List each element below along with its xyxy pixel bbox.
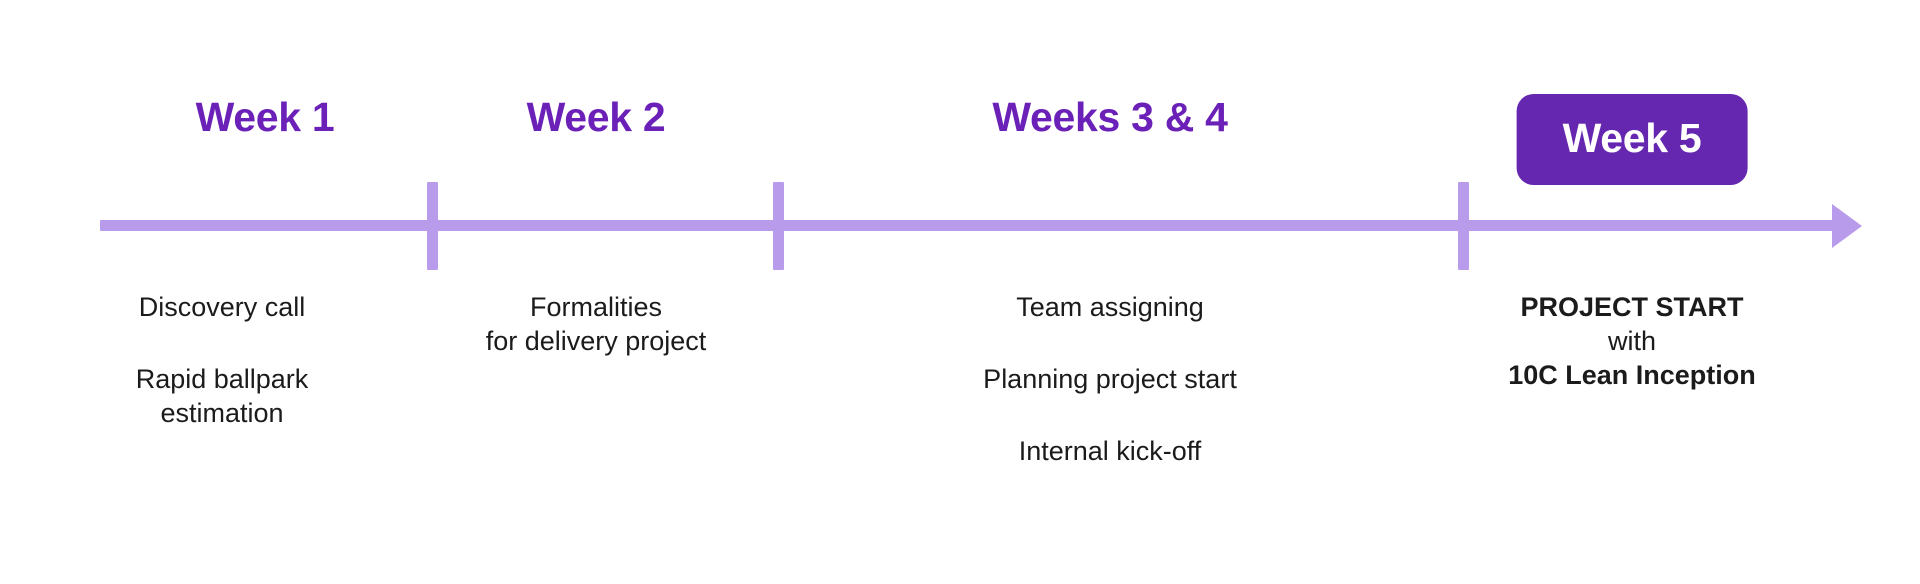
list-item: Formalities for delivery project bbox=[485, 292, 707, 357]
list-item: Planning project start bbox=[983, 364, 1237, 395]
list-item: Team assigning bbox=[1016, 292, 1204, 322]
period-heading-week-5: Week 5 bbox=[1516, 94, 1748, 185]
items-week-1: Discovery call Rapid ballpark estimation bbox=[136, 290, 309, 430]
timeline-tick-3 bbox=[1458, 182, 1469, 270]
list-item: Internal kick-off bbox=[1018, 436, 1202, 467]
period-heading-week-2: Week 2 bbox=[526, 94, 666, 140]
list-item: Discovery call bbox=[138, 292, 306, 322]
timeline-axis-line bbox=[100, 220, 1845, 231]
items-week-5: PROJECT START with 10C Lean Inception bbox=[1508, 290, 1756, 392]
items-weeks-3-4: Team assigning Planning project start In… bbox=[983, 290, 1237, 468]
list-item: Rapid ballpark estimation bbox=[135, 364, 309, 429]
timeline-arrow-icon bbox=[1832, 204, 1862, 248]
list-item: PROJECT START with 10C Lean Inception bbox=[1508, 292, 1756, 391]
timeline-tick-1 bbox=[427, 182, 438, 270]
timeline-tick-2 bbox=[773, 182, 784, 270]
items-week-2: Formalities for delivery project bbox=[486, 290, 707, 358]
period-heading-week-1: Week 1 bbox=[195, 94, 335, 140]
period-heading-weeks-3-4: Weeks 3 & 4 bbox=[992, 94, 1228, 140]
